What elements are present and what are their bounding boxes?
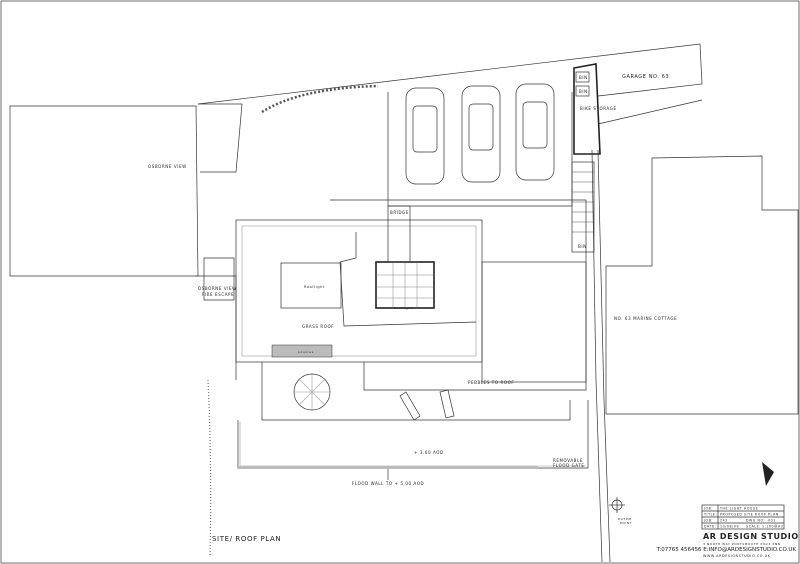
flood-wall [238, 466, 538, 469]
svg-text:PROPOSED SITE ROOF PLAN: PROPOSED SITE ROOF PLAN [720, 513, 779, 517]
svg-text:DWG NO:: DWG NO: [746, 519, 765, 523]
pebble-roof [481, 261, 587, 383]
fire-escape-label: FIRE ESCAPE [202, 292, 234, 297]
sun-lounger [439, 389, 455, 419]
bridge [387, 205, 411, 263]
car [405, 87, 445, 185]
aod-level-label: + 3.60 AOD [414, 450, 444, 455]
bin-label: BIN [578, 244, 587, 249]
bin-box [575, 71, 590, 83]
studio-contact: T:07765 456456 E:INFO@ARDESIGNSTUDIO.CO.… [656, 547, 797, 553]
rooflight [280, 262, 342, 309]
car [515, 83, 555, 181]
svg-text:WWW.ARDESIGNSTUDIO.CO.UK: WWW.ARDESIGNSTUDIO.CO.UK [703, 554, 771, 558]
garage-label: GARAGE NO. 63 [622, 74, 669, 80]
marine-cottage-building [605, 155, 799, 415]
rooflight-label: Rooflight [394, 306, 413, 310]
bridge-label: BRIDGE [390, 210, 409, 215]
bin-box [575, 85, 590, 97]
pebbles-label: PEBBLES TO ROOF [468, 380, 514, 385]
bike-storage-label: BIKE STORAGE [580, 106, 617, 111]
grass-roof-label: GRASS ROOF [302, 324, 334, 329]
car [461, 85, 501, 183]
flood-gate-label: REMOVABLE [553, 458, 583, 463]
svg-text:THE LIGHT HOUSE: THE LIGHT HOUSE [719, 507, 758, 511]
svg-text:10/08/09: 10/08/09 [720, 525, 739, 529]
marine-cottage-label: NO. 63 MARINE COTTAGE [614, 316, 677, 321]
osborne-view-building [9, 105, 199, 277]
svg-text:3 NORTH WAY PORTSMOUTH PO2: 3 NORTH WAY PORTSMOUTH PO23 5NN [703, 542, 781, 546]
svg-text:JOB:: JOB: [703, 519, 713, 523]
svg-text:DATE:: DATE: [704, 525, 716, 529]
svg-text:001: 001 [768, 519, 776, 523]
fire-escape [203, 257, 235, 301]
osborne-view-label: OSBORNE VIEW [148, 164, 187, 169]
external-stair [571, 161, 595, 253]
louvres [271, 344, 333, 358]
title-block: JOB: THE LIGHT HOUSE TITLE: PROPOSED SIT… [656, 504, 799, 558]
louvres-label: Louvres [298, 350, 314, 354]
sun-lounger [399, 391, 421, 421]
svg-text:TITLE:: TITLE: [703, 513, 717, 517]
bin-label: BIN [579, 75, 588, 80]
round-table [293, 373, 331, 411]
svg-text:JOB:: JOB: [703, 507, 713, 511]
plan-title: SITE/ ROOF PLAN [212, 535, 281, 543]
site-boundary [197, 43, 703, 105]
bin-label: BIN [579, 89, 588, 94]
north-arrow-icon [762, 462, 774, 486]
terrace [261, 362, 571, 421]
flood-gate-label: FLOOD GATE [553, 463, 585, 468]
house-roof [235, 219, 483, 363]
rooflight-label: Rooflight [304, 285, 325, 289]
parking-area [387, 92, 573, 207]
bike-store [573, 63, 601, 155]
svg-text:1:100@A3: 1:100@A3 [762, 525, 783, 529]
datum-point-icon [609, 497, 625, 513]
svg-text:SCALE:: SCALE: [746, 525, 761, 529]
datum-label: DATUM [618, 517, 632, 521]
svg-text:242: 242 [720, 519, 728, 523]
hedge [261, 84, 379, 114]
flood-wall-label: FLOOD WALL TO + 5.00 AOD [352, 481, 424, 486]
studio-name: AR DESIGN STUDIO [703, 532, 799, 541]
fire-escape-label: OSBORNE VIEW [198, 286, 237, 291]
datum-label: POINT [620, 521, 632, 525]
